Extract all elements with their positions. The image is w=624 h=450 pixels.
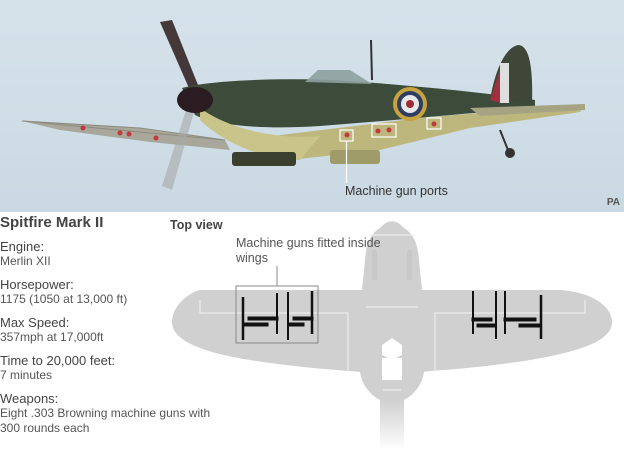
spec-weapons: Weapons: Eight .303 Browning machine gun… xyxy=(0,391,215,436)
spec-label: Weapons: xyxy=(0,391,59,406)
spec-label: Engine: xyxy=(0,239,45,254)
spec-value: Merlin XII xyxy=(0,254,51,268)
spec-panel: Spitfire Mark II Engine: Merlin XII Hors… xyxy=(0,214,215,444)
top-view-title: Top view xyxy=(170,218,223,232)
spec-label: Max Speed: xyxy=(0,315,70,330)
spec-value: 1175 (1050 at 13,000 ft) xyxy=(0,292,128,306)
spec-label: Horsepower: xyxy=(0,277,74,292)
gun-port-highlight-2 xyxy=(371,123,397,138)
gun-port-highlight-3 xyxy=(426,117,442,130)
gun-ports-caption: Machine gun ports xyxy=(345,184,448,198)
spec-value: 357mph at 17,000ft xyxy=(0,330,104,344)
photo-credit: PA xyxy=(606,197,620,208)
spec-value: 7 minutes xyxy=(0,368,53,382)
top-view-diagram xyxy=(172,221,612,450)
spec-label: Time to 20,000 feet: xyxy=(0,353,116,368)
spec-value: Eight .303 Browning machine guns with 30… xyxy=(0,406,211,435)
aircraft-title: Spitfire Mark II xyxy=(0,214,104,231)
spec-horsepower: Horsepower: 1175 (1050 at 13,000 ft) xyxy=(0,277,215,307)
spec-engine: Engine: Merlin XII xyxy=(0,239,215,269)
spitfire-photo-illustration xyxy=(21,20,585,190)
spec-climb-time: Time to 20,000 feet: 7 minutes xyxy=(0,353,215,383)
left-machine-guns xyxy=(241,291,314,340)
spec-max-speed: Max Speed: 357mph at 17,000ft xyxy=(0,315,215,345)
right-machine-guns xyxy=(471,291,543,339)
spitfire-photo: Machine gun ports PA xyxy=(0,0,624,212)
guns-callout-label: Machine guns fitted inside wings xyxy=(236,236,381,265)
